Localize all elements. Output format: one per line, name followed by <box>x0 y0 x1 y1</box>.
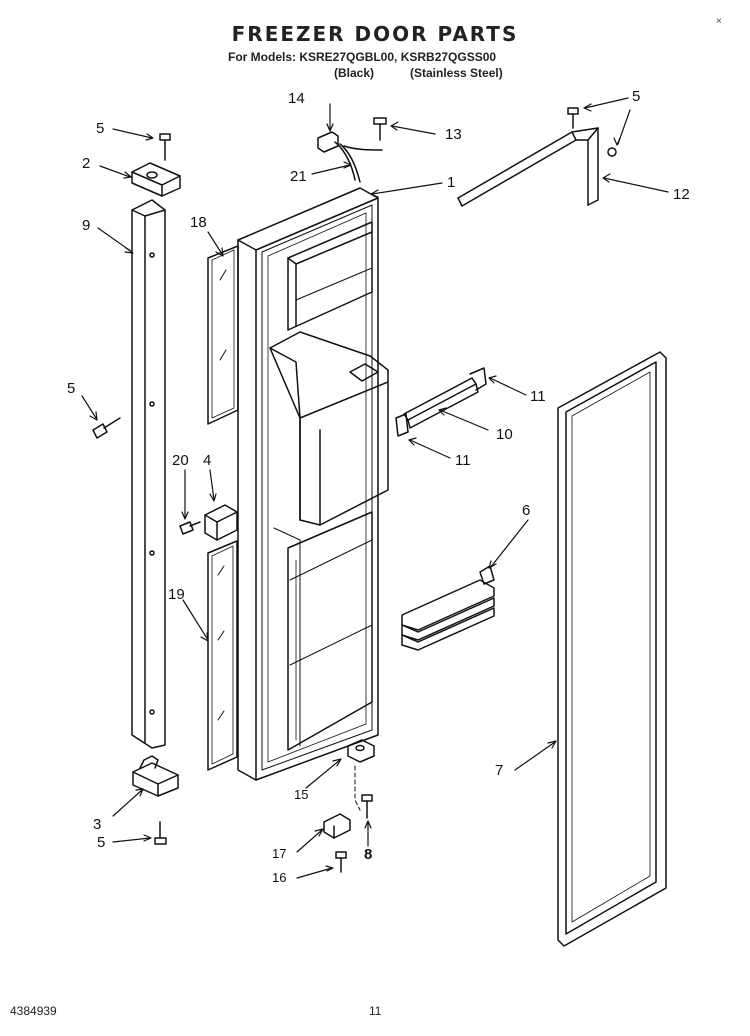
callout-17: 17 <box>272 846 287 861</box>
corner-mark: × <box>716 16 722 27</box>
part-number: 4384939 <box>10 1004 57 1018</box>
callout-1: 1 <box>447 174 456 191</box>
part-screws <box>92 107 579 845</box>
part-upper-panel <box>207 245 239 425</box>
models-line: For Models: KSRE27QGBL00, KSRB27QGSS00 <box>228 50 497 64</box>
part-shelf-rail <box>395 367 487 437</box>
callout-3: 3 <box>93 816 102 833</box>
callout-5-mid: 5 <box>67 380 76 397</box>
variant-stainless: (Stainless Steel) <box>410 66 503 80</box>
part-hinge-strip <box>131 199 166 749</box>
callout-5-bottom: 5 <box>97 834 106 851</box>
callout-9: 9 <box>82 217 91 234</box>
leader-arrows <box>81 97 669 879</box>
callout-8: 8 <box>364 846 373 863</box>
callout-5-right: 5 <box>632 88 641 105</box>
callout-7: 7 <box>495 762 504 779</box>
callout-18: 18 <box>190 214 207 231</box>
callout-13: 13 <box>445 126 462 143</box>
part-wire-harness <box>317 131 383 183</box>
callout-20: 20 <box>172 452 189 469</box>
part-lower-hinge-set <box>323 739 375 873</box>
part-bottom-hinge <box>132 755 179 797</box>
part-door-assembly <box>237 187 389 781</box>
callout-11-upper: 11 <box>530 388 546 405</box>
callout-15: 15 <box>294 787 309 802</box>
callout-19: 19 <box>168 586 185 603</box>
variant-black: (Black) <box>334 66 375 80</box>
part-small-screw <box>179 521 201 535</box>
part-top-trim <box>457 127 617 207</box>
callout-12: 12 <box>673 186 690 203</box>
callout-11-lower: 11 <box>455 452 471 469</box>
callout-5-top: 5 <box>96 120 105 137</box>
part-bracket <box>204 504 238 541</box>
callout-2: 2 <box>82 155 91 172</box>
part-shelf-brackets <box>401 565 495 651</box>
diagram-title: FREEZER DOOR PARTS <box>231 22 519 46</box>
callout-21: 21 <box>290 168 307 185</box>
callout-16: 16 <box>272 870 287 885</box>
callout-6: 6 <box>522 502 531 519</box>
part-top-hinge <box>131 162 181 197</box>
callout-4: 4 <box>203 452 212 469</box>
page-number: 11 <box>369 1004 382 1018</box>
part-screw-13 <box>373 117 387 141</box>
part-lower-panel <box>207 540 238 771</box>
callout-10: 10 <box>496 426 513 443</box>
callout-14: 14 <box>288 90 305 107</box>
part-gasket <box>557 351 667 947</box>
